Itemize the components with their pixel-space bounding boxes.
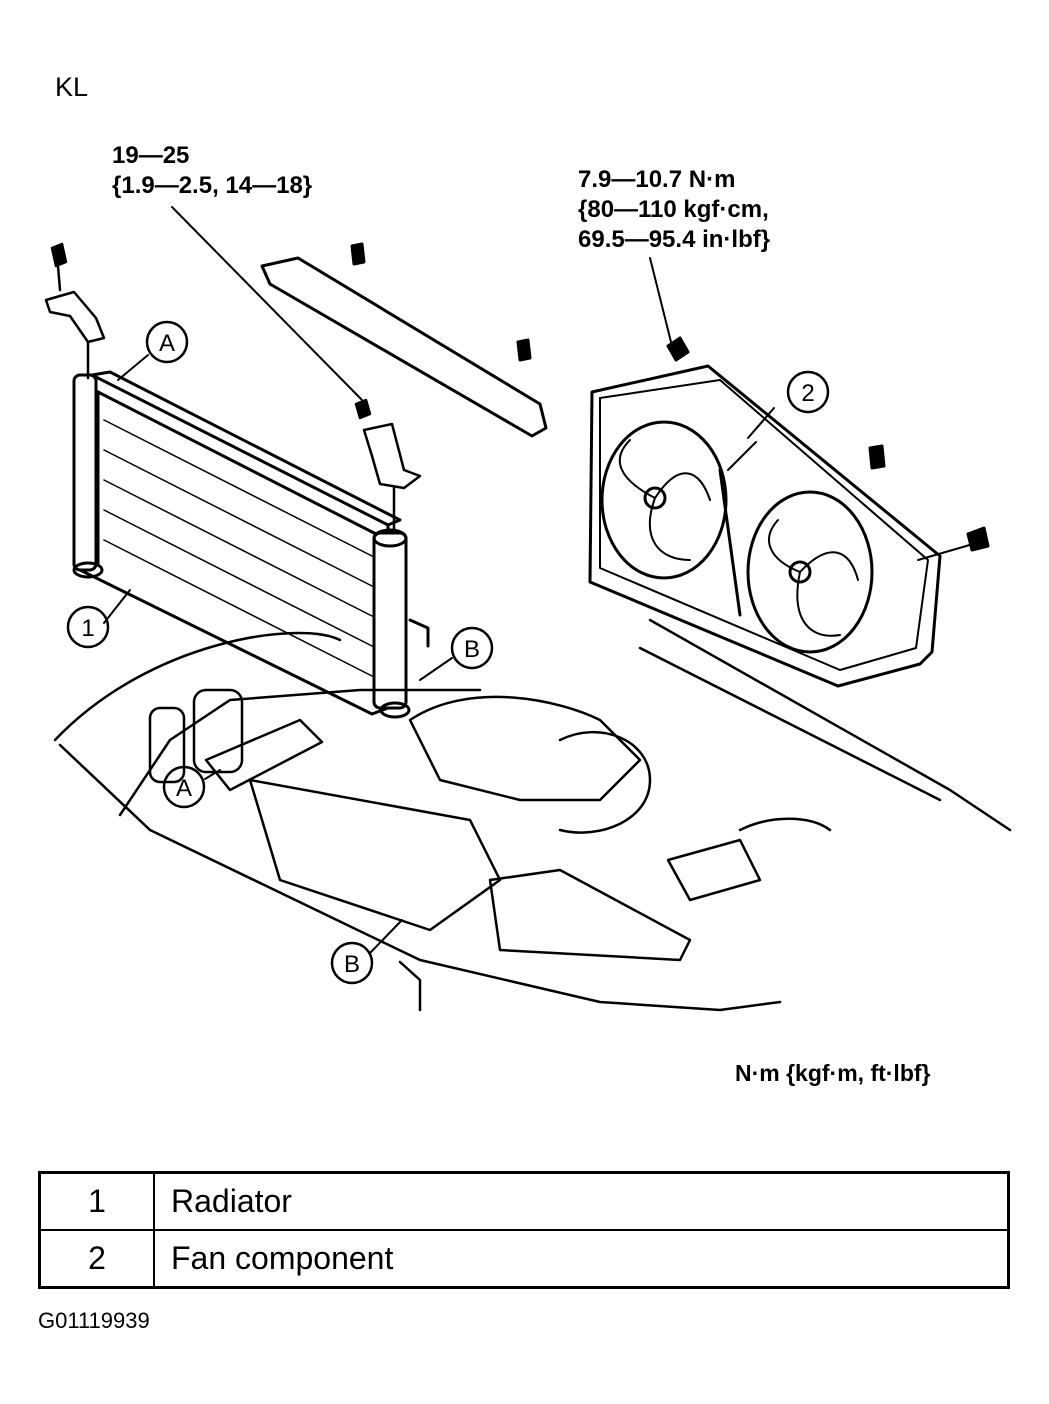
fan-torque-inlbf: 69.5—95.4 in·lbf}	[578, 226, 771, 253]
fan-component	[588, 336, 990, 688]
table-row: 1 Radiator	[38, 1171, 1010, 1231]
leader-lines	[103, 206, 981, 954]
figure-id: G01119939	[38, 1308, 150, 1333]
legend-number: 2	[38, 1229, 155, 1289]
upper-cover-panel	[260, 242, 548, 438]
svg-text:A: A	[176, 775, 192, 802]
radiator-torque-alt: {1.9—2.5, 14—18}	[112, 172, 313, 199]
fan-torque-nm: 7.9—10.7 N·m	[578, 166, 736, 193]
radiator-mounts	[44, 242, 422, 532]
svg-text:A: A	[159, 330, 175, 357]
radiator	[72, 370, 430, 719]
callout-a-bottom: A	[162, 765, 206, 809]
svg-text:2: 2	[801, 380, 814, 407]
svg-text:B: B	[344, 951, 360, 978]
callout-2: 2	[786, 370, 830, 414]
fan-torque-kgfcm: {80—110 kgf·cm,	[578, 196, 769, 223]
fan-bolt-torque-spec: 7.9—10.7 N·m {80—110 kgf·cm, 69.5—95.4 i…	[578, 165, 770, 255]
radiator-torque-nm: 19—25	[112, 142, 190, 169]
radiator-bracket-torque-spec: 19—25 {1.9—2.5, 14—18}	[112, 141, 312, 201]
callout-b-top: B	[450, 626, 494, 670]
legend-number: 1	[38, 1171, 155, 1231]
callout-a-top: A	[145, 320, 189, 364]
callout-b-bottom: B	[330, 941, 374, 985]
svg-text:B: B	[464, 636, 480, 663]
parts-legend-table: 1 Radiator 2 Fan component	[38, 1171, 1010, 1289]
callout-1: 1	[66, 605, 110, 649]
legend-part-name: Radiator	[153, 1171, 1010, 1231]
exploded-view-diagram: A B A B 1 2	[44, 206, 1012, 1012]
engine-compartment	[53, 618, 1012, 1012]
torque-units-note: N·m {kgf·m, ft·lbf}	[735, 1060, 931, 1086]
legend-part-name: Fan component	[153, 1229, 1010, 1289]
diagram-code: KL	[55, 72, 89, 102]
table-row: 2 Fan component	[38, 1229, 1010, 1289]
svg-text:1: 1	[81, 615, 94, 642]
